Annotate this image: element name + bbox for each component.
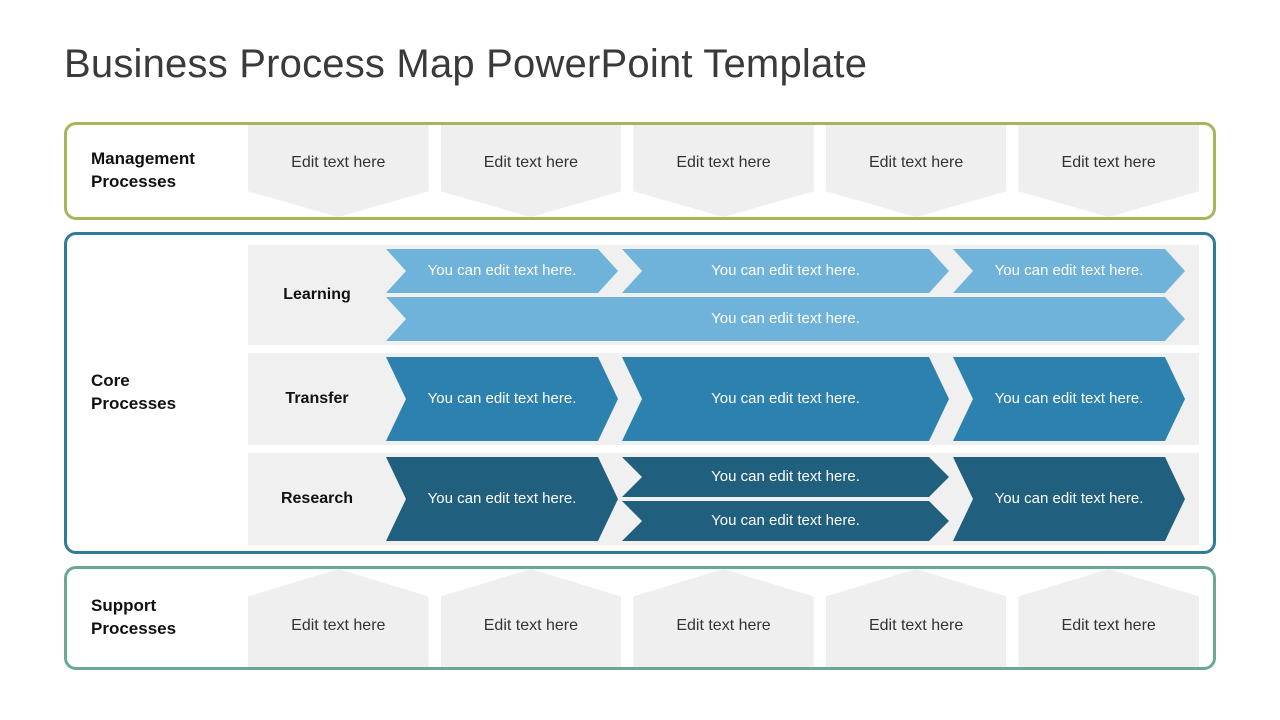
management-shape-row: Edit text here Edit text here Edit text …: [248, 125, 1199, 217]
support-shape-1-label: Edit text here: [291, 617, 386, 634]
research-chevron-1[interactable]: You can edit text here.: [386, 457, 618, 541]
support-label-line1: Support: [91, 596, 157, 616]
learning-chevron-3[interactable]: You can edit text here.: [953, 249, 1185, 293]
transfer-chevron-3[interactable]: You can edit text here.: [953, 357, 1185, 441]
core-row-learning-label: Learning: [283, 286, 351, 303]
core-label-line2: Processes: [91, 394, 177, 413]
core-row-research-label: Research: [280, 490, 354, 507]
research-chevron-2-bottom[interactable]: You can edit text here.: [622, 501, 949, 541]
support-label-line2: Processes: [91, 619, 177, 638]
transfer-chevron-2[interactable]: You can edit text here.: [622, 357, 949, 441]
management-shape-3[interactable]: Edit text here: [633, 125, 814, 217]
core-row-learning-line-1: You can edit text here. You can edit tex…: [386, 249, 1185, 293]
support-processes-band: Support Processes Edit text here Edit te…: [64, 566, 1216, 670]
page-title: Business Process Map PowerPoint Template: [64, 42, 868, 86]
management-shape-5-label: Edit text here: [1061, 154, 1156, 171]
management-shape-1[interactable]: Edit text here: [248, 125, 429, 217]
core-row-transfer-chevrons: You can edit text here. You can edit tex…: [386, 353, 1199, 445]
management-shape-5[interactable]: Edit text here: [1018, 125, 1199, 217]
core-row-transfer: Transfer You can edit text here. You can…: [248, 353, 1199, 445]
support-shape-3-label: Edit text here: [676, 617, 771, 634]
support-shape-4[interactable]: Edit text here: [825, 569, 1007, 667]
learning-chevron-2[interactable]: You can edit text here.: [622, 249, 949, 293]
core-processes-band: Core Processes Learning You can edit tex…: [64, 232, 1216, 554]
research-chevron-middle-group: You can edit text here. You can edit tex…: [622, 457, 949, 541]
management-shape-2[interactable]: Edit text here: [440, 125, 622, 217]
core-label-line1: Core: [91, 371, 130, 391]
support-shape-3[interactable]: Edit text here: [633, 569, 814, 667]
core-processes-label: Core Processes: [91, 370, 251, 416]
research-chevron-3[interactable]: You can edit text here.: [953, 457, 1185, 541]
support-shape-row: Edit text here Edit text here Edit text …: [248, 569, 1199, 667]
support-shape-5[interactable]: Edit text here: [1018, 569, 1199, 667]
support-shape-4-label: Edit text here: [868, 617, 964, 634]
management-label-line2: Processes: [91, 172, 177, 191]
management-shape-3-label: Edit text here: [676, 154, 771, 171]
learning-chevron-4[interactable]: You can edit text here.: [386, 297, 1185, 341]
management-shape-1-label: Edit text here: [291, 154, 386, 171]
core-row-transfer-line-1: You can edit text here. You can edit tex…: [386, 357, 1185, 441]
support-shape-5-label: Edit text here: [1061, 617, 1156, 634]
support-shape-1[interactable]: Edit text here: [248, 569, 429, 667]
management-processes-label: Management Processes: [91, 148, 251, 194]
management-shape-2-label: Edit text here: [483, 154, 579, 171]
core-row-research: Research You can edit text here. You can…: [248, 453, 1199, 545]
core-row-learning: Learning You can edit text here. You can…: [248, 245, 1199, 345]
core-row-transfer-label: Transfer: [285, 390, 349, 407]
transfer-chevron-1[interactable]: You can edit text here.: [386, 357, 618, 441]
research-chevron-2-top[interactable]: You can edit text here.: [622, 457, 949, 497]
management-shape-4-label: Edit text here: [868, 154, 964, 171]
core-row-learning-chevrons: You can edit text here. You can edit tex…: [386, 245, 1199, 345]
learning-chevron-1[interactable]: You can edit text here.: [386, 249, 618, 293]
support-shape-2[interactable]: Edit text here: [440, 569, 622, 667]
core-row-research-chevrons: You can edit text here. You can edit tex…: [386, 453, 1199, 545]
management-label-line1: Management: [91, 149, 195, 169]
management-shape-4[interactable]: Edit text here: [825, 125, 1007, 217]
core-row-research-line-1: You can edit text here. You can edit tex…: [386, 457, 1185, 541]
support-processes-label: Support Processes: [91, 595, 251, 641]
support-shape-2-label: Edit text here: [483, 617, 579, 634]
core-row-learning-line-2: You can edit text here.: [386, 297, 1185, 341]
management-processes-band: Management Processes Edit text here Edit…: [64, 122, 1216, 220]
